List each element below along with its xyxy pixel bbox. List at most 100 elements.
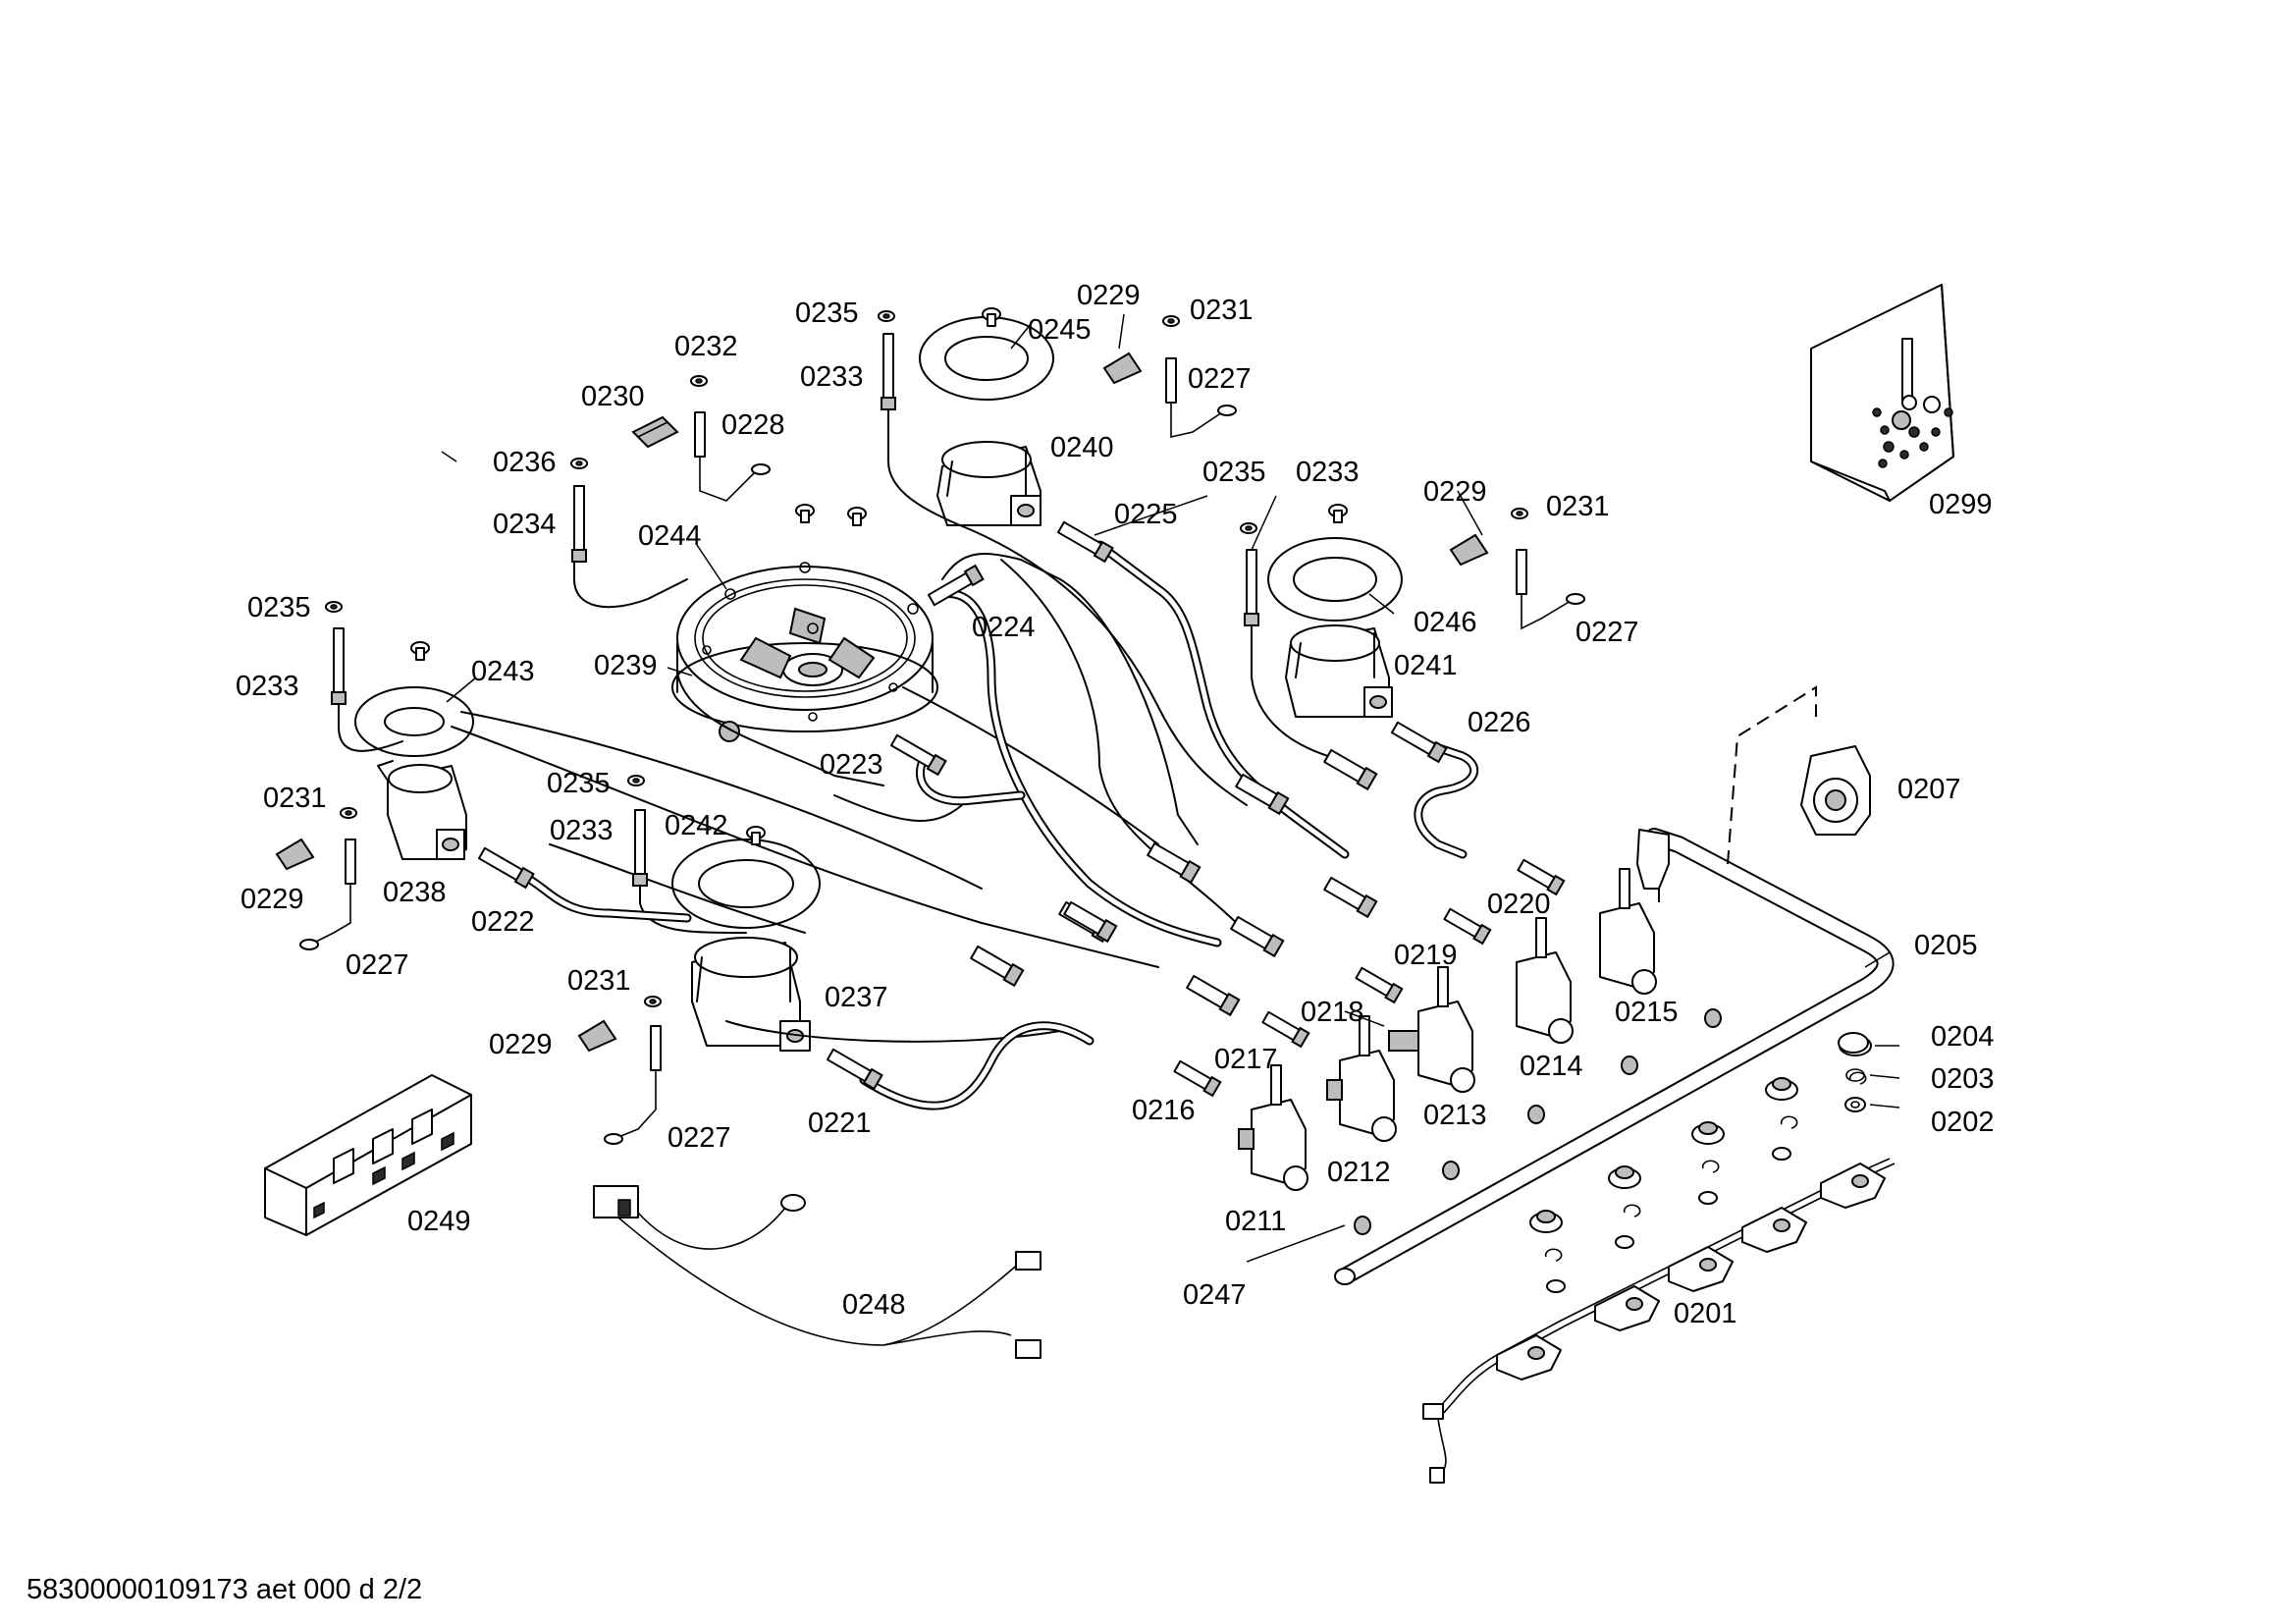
- nozzle-0217: [1261, 1010, 1310, 1049]
- nozzle-0218: [1355, 966, 1404, 1004]
- electrode-0228: [694, 411, 771, 502]
- document-footer: 58300000109173 aet 000 d 2/2: [27, 1574, 422, 1605]
- screw: [795, 504, 815, 523]
- label-0235c: 0235: [247, 592, 311, 623]
- label-0216: 0216: [1132, 1095, 1196, 1126]
- label-0201: 0201: [1674, 1298, 1737, 1329]
- nozzle-b: [1186, 974, 1241, 1017]
- label-0227b: 0227: [1575, 617, 1639, 648]
- nozzle-g: [1235, 773, 1290, 816]
- regulator-0207: [1800, 745, 1871, 836]
- label-0241: 0241: [1394, 650, 1458, 681]
- label-0244: 0244: [638, 520, 702, 552]
- washer: [1162, 315, 1180, 327]
- harness-0248: [593, 1185, 1041, 1359]
- label-0233d: 0233: [550, 815, 614, 846]
- knob-0204: [1838, 1032, 1869, 1054]
- burner-housing-0241: [1285, 624, 1393, 718]
- leader-lines: [441, 313, 1900, 1263]
- label-0228: 0228: [721, 409, 785, 441]
- label-0227d: 0227: [667, 1122, 731, 1154]
- screw: [982, 307, 1001, 327]
- label-0233b: 0233: [1296, 457, 1360, 488]
- valve-0211: [1238, 1064, 1308, 1191]
- label-0247: 0247: [1183, 1279, 1247, 1311]
- small-nuts-0247: [1354, 1008, 1722, 1235]
- label-0226: 0226: [1468, 707, 1531, 738]
- label-0232: 0232: [674, 331, 738, 362]
- washer-0202: [1844, 1097, 1866, 1112]
- nozzle-h: [1323, 748, 1378, 791]
- label-0248: 0248: [842, 1289, 906, 1321]
- sensor-0234: [571, 485, 587, 563]
- manifold-0205: [1334, 685, 1895, 1285]
- label-0231c: 0231: [263, 783, 327, 814]
- valve-0212: [1326, 1015, 1397, 1142]
- label-0213: 0213: [1423, 1100, 1487, 1131]
- label-0299: 0299: [1929, 489, 1993, 520]
- label-0230: 0230: [581, 381, 645, 412]
- screw: [847, 507, 867, 526]
- clip-0230: [631, 415, 679, 449]
- label-0240: 0240: [1050, 432, 1114, 463]
- fasteners: [325, 307, 1528, 1007]
- sensor-0233c: [1244, 549, 1259, 626]
- label-0243: 0243: [471, 656, 535, 687]
- screw: [410, 641, 430, 661]
- label-0205: 0205: [1914, 930, 1978, 961]
- label-0222: 0222: [471, 906, 535, 938]
- seal-ring-0245: [919, 316, 1054, 401]
- clip-0229b: [1449, 533, 1489, 567]
- label-0224: 0224: [972, 612, 1036, 643]
- valve-0213: [1388, 966, 1475, 1093]
- electrode-0227d: [604, 1025, 662, 1145]
- nozzle-0225: [1056, 520, 1114, 564]
- nozzle-0219: [1443, 907, 1492, 946]
- seal-ring-0242: [671, 839, 821, 929]
- accessory-bag-0299: [1810, 284, 1954, 502]
- label-0236: 0236: [493, 447, 557, 478]
- label-0227: 0227: [1188, 363, 1252, 395]
- label-0231: 0231: [1190, 295, 1254, 326]
- label-0219: 0219: [1394, 940, 1458, 971]
- label-0223: 0223: [820, 749, 883, 781]
- washer: [690, 375, 708, 387]
- washer: [325, 601, 343, 613]
- burner-housing-0238: [377, 760, 467, 860]
- nozzle-0216: [1173, 1059, 1222, 1098]
- burner-housing-0237: [691, 937, 811, 1052]
- seal-ring-0246: [1267, 537, 1403, 622]
- label-0238: 0238: [383, 877, 447, 908]
- seals: [1546, 1147, 1791, 1293]
- valve-0215: [1599, 868, 1657, 995]
- clip-0229a: [1102, 352, 1143, 385]
- screw: [1328, 504, 1348, 523]
- sensor-0233d: [632, 809, 648, 887]
- clip-0229c: [275, 838, 315, 871]
- label-0217: 0217: [1214, 1044, 1278, 1075]
- label-0231d: 0231: [567, 965, 631, 997]
- label-0237: 0237: [825, 982, 888, 1013]
- washer: [1240, 522, 1257, 534]
- nozzle-0221: [826, 1048, 883, 1091]
- label-0221: 0221: [808, 1108, 872, 1139]
- label-0229c: 0229: [240, 884, 304, 915]
- washer: [1511, 508, 1528, 519]
- sensor-0233a: [881, 333, 896, 410]
- label-0229: 0229: [1077, 280, 1141, 311]
- electrode-0227a: [1165, 357, 1237, 439]
- label-0233: 0233: [800, 361, 864, 393]
- label-0211: 0211: [1225, 1206, 1286, 1237]
- label-0212: 0212: [1327, 1157, 1391, 1188]
- nozzle-c: [1323, 876, 1378, 919]
- clips: [1544, 1071, 1867, 1262]
- washer: [340, 807, 357, 819]
- nozzle-a: [1230, 915, 1285, 958]
- label-0220: 0220: [1487, 889, 1551, 920]
- label-0214: 0214: [1520, 1051, 1583, 1082]
- label-0202: 0202: [1931, 1107, 1995, 1138]
- washer: [627, 775, 645, 786]
- label-0245: 0245: [1028, 314, 1092, 346]
- ring-0203: [1845, 1068, 1865, 1082]
- label-0229d: 0229: [489, 1029, 553, 1060]
